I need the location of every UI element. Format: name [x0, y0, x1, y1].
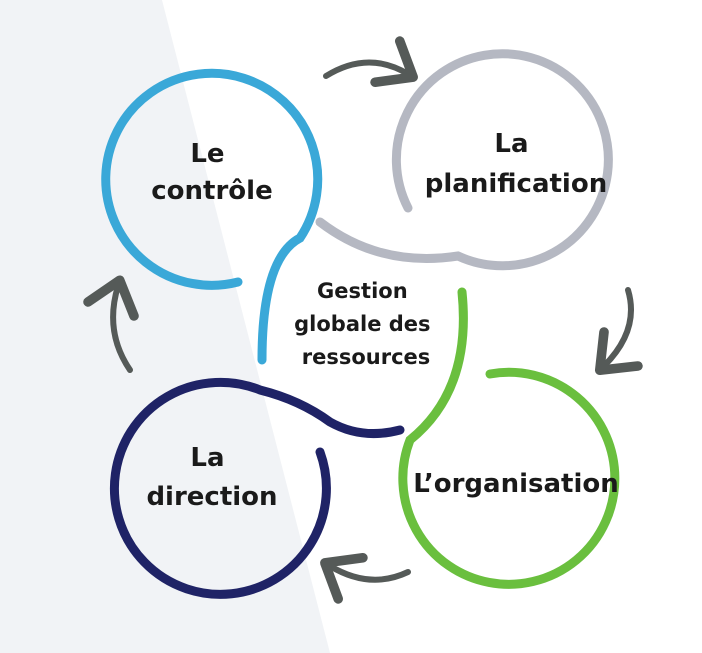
- planification-label: La planification: [425, 129, 607, 199]
- planification-line-2: planification: [425, 169, 607, 199]
- direction-label: La direction: [146, 443, 277, 512]
- arrow-left: [83, 275, 139, 373]
- center-label: Gestion globale des ressources: [294, 279, 438, 369]
- center-line-3: ressources: [302, 345, 431, 369]
- controle-ring: [101, 68, 323, 365]
- arrow-bottom: [320, 552, 411, 604]
- center-line-2: globale des: [294, 312, 430, 336]
- controle-label: Le contrôle: [151, 139, 272, 206]
- planification-ring: [315, 49, 613, 271]
- controle-line-1: Le: [190, 139, 224, 169]
- direction-line-1: La: [190, 443, 224, 473]
- organisation-label: L’organisation: [413, 469, 618, 499]
- direction-ring: [109, 377, 405, 599]
- planification-line-1: La: [494, 129, 528, 159]
- arrow-top: [323, 36, 418, 88]
- controle-line-2: contrôle: [151, 176, 272, 206]
- direction-line-2: direction: [146, 482, 277, 512]
- organisation-line-1: L’organisation: [413, 469, 618, 499]
- background-shade: [0, 0, 330, 653]
- arrow-right: [594, 287, 643, 376]
- organisation-ring: [398, 287, 620, 589]
- center-line-1: Gestion: [317, 279, 408, 303]
